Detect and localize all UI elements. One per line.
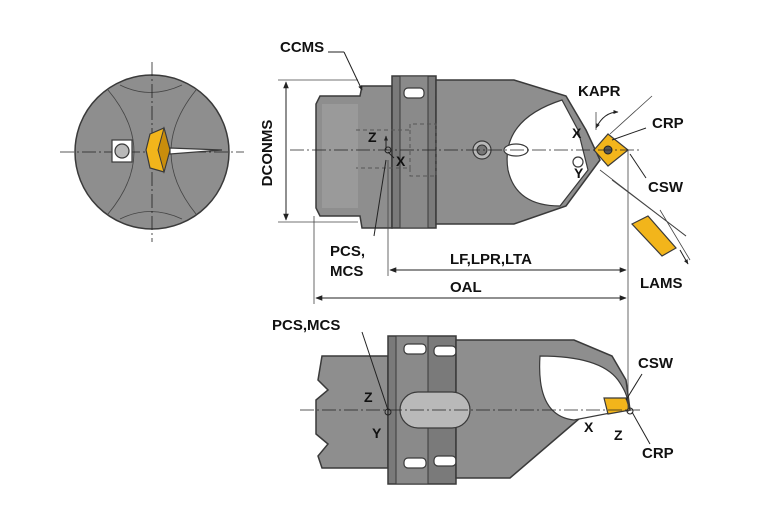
pcs-top-label: PCS, <box>330 243 365 260</box>
clamp-screw-icon <box>472 140 492 160</box>
bottom-tip-x-axis-label: X <box>584 419 594 435</box>
mcs-top-label: MCS <box>330 263 363 280</box>
tip-y-axis-label: Y <box>574 165 584 181</box>
oal-label: OAL <box>450 279 482 296</box>
lf-lpr-lta-label: LF,LPR,LTA <box>450 251 532 268</box>
lock-screw-icon <box>111 139 133 163</box>
ccms-label: CCMS <box>280 39 324 56</box>
pcs-mcs-bottom-label: PCS,MCS <box>272 317 340 334</box>
bottom-y-axis-label: Y <box>372 425 382 441</box>
tip-x-axis-label: X <box>572 125 582 141</box>
crp-top-label: CRP <box>652 115 684 132</box>
top-z-axis-label: Z <box>368 129 377 145</box>
lams-label: LAMS <box>640 275 683 292</box>
crp-bottom-label: CRP <box>642 445 674 462</box>
csw-top-label: CSW <box>648 179 684 196</box>
top-view <box>290 75 640 229</box>
kapr-label: KAPR <box>578 83 621 100</box>
bottom-view <box>300 335 640 485</box>
bottom-tip-z-axis-label: Z <box>614 427 623 443</box>
top-x-axis-label: X <box>396 153 406 169</box>
insert-icon <box>145 126 223 174</box>
dimensions <box>278 51 691 445</box>
dconms-label: DCONMS <box>259 120 276 187</box>
bottom-z-axis-label: Z <box>364 389 373 405</box>
end-view <box>60 62 244 242</box>
bottom-insert-icon <box>603 397 631 415</box>
csw-bottom-label: CSW <box>638 355 674 372</box>
